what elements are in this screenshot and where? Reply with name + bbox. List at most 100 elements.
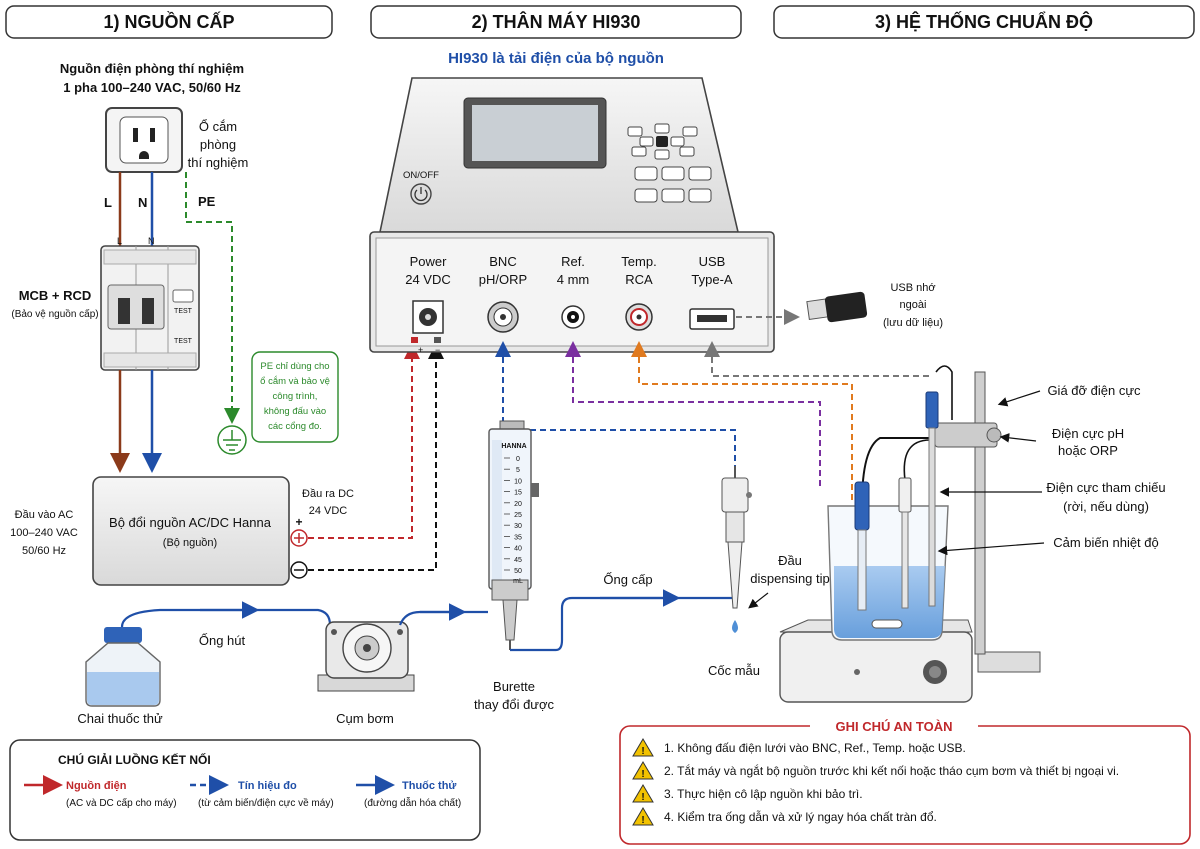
usb-stick-label: (lưu dữ liệu) [883,317,943,329]
power-button[interactable] [410,183,432,205]
safety-item-text: 1. Không đấu điện lưới vào BNC, Ref., Te… [664,741,966,755]
safety-title: GHI CHÚ AN TOÀN [836,719,953,734]
wire-l-label: L [104,195,112,210]
safety-item: ! 2. Tắt máy và ngắt bộ nguồn trước khi k… [632,761,1119,780]
legend: CHÚ GIẢI LUỒNG KẾT NỐI Nguồn điện (AC và… [9,739,481,841]
adapter-title: Bộ đổi nguồn AC/DC Hanna [109,515,272,530]
feed-tube-label: Ống cấp [603,572,652,587]
usb-port-icon[interactable] [689,308,735,330]
reference-electrode-label: Điện cực tham chiếu [1046,480,1165,495]
dc-output-label: Đầu ra DC [302,488,354,500]
wire-pe-label: PE [198,194,216,209]
legend-item-desc: (AC và DC cấp cho máy) [66,797,177,809]
usb-probe-cable [711,347,930,377]
svg-text:công trình,: công trình, [273,391,318,402]
suction-tube-label: Ống hút [199,633,246,648]
section-header-titration: 3) HỆ THỐNG CHUẨN ĐỘ [773,5,1195,39]
section-header-body: 2) THÂN MÁY HI930 [370,5,742,39]
port-power-label: Power [410,254,448,269]
ac-dc-adapter [92,476,290,586]
warning-icon [632,784,654,803]
burette-tick-label: 50 [514,568,522,575]
keypad[interactable] [627,123,712,203]
ph-electrode-label: hoặc ORP [1058,443,1118,458]
mains-spec: 1 pha 100–240 VAC, 50/60 Hz [63,80,241,95]
burette-tick-label: 25 [514,512,522,519]
burette-tick-label: 20 [514,501,522,508]
section-title: 2) THÂN MÁY HI930 [472,11,641,32]
port-usb-label: Type-A [691,272,733,287]
outlet-label: Ổ cắm [199,119,237,134]
burette [488,420,539,650]
port-bnc-label: BNC [489,254,516,269]
bnc-connector-icon[interactable] [487,301,519,333]
ref-jack-icon[interactable] [561,305,585,329]
peristaltic-pump [317,621,415,692]
pe-note: PE chỉ dùng cho ổ cắm và bảo vệ công trì… [251,351,339,443]
ph-electrode-label: Điện cực pH [1052,426,1124,441]
mcb-test-label: TEST [174,338,193,345]
port-ref-label: 4 mm [557,272,590,287]
reagent-bottle [85,627,161,707]
burette-tick-label: 35 [514,534,522,541]
safety-item: ! 1. Không đấu điện lưới vào BNC, Ref., T… [632,738,966,757]
mcb-subtitle: (Bảo vệ nguồn cấp) [11,308,98,320]
power-jack-icon[interactable]: + − [411,300,444,355]
safety-item-text: 4. Kiểm tra ống dẫn và xử lý ngay hóa ch… [664,809,937,824]
legend-item-name: Thuốc thử [402,780,456,792]
port-ref-label: Ref. [561,254,585,269]
feed-tube [510,596,734,652]
mcb-terminal-n: N [148,236,155,246]
safety-item-text: 2. Tắt máy và ngắt bộ nguồn trước khi kế… [664,763,1119,778]
port-temp-label: RCA [625,272,653,287]
svg-text:ổ cắm và bảo vệ: ổ cắm và bảo vệ [260,376,330,387]
usb-stick-label: USB nhớ [890,282,935,294]
usb-stick-label: ngoài [900,299,927,311]
warning-icon [632,807,654,826]
ac-input-label: Đầu vào AC [15,509,74,521]
burette-tick-label: 40 [514,546,522,553]
dispense-tip-label: Đầu [778,553,802,568]
svg-text:+: + [418,345,423,355]
svg-text:PE chỉ dùng cho: PE chỉ dùng cho [260,361,329,372]
section-title: 3) HỆ THỐNG CHUẨN ĐỘ [875,11,1093,32]
power-button-label: ON/OFF [403,170,439,181]
legend-item-desc: (đường dẫn hóa chất) [364,796,461,809]
mcb-terminal-l: L [117,236,122,246]
lab-stand [934,371,1041,673]
svg-text:không đấu vào: không đấu vào [264,406,326,417]
subtitle: HI930 là tải điện của bộ nguồn [448,50,664,67]
mains-label: Nguồn điện phòng thí nghiệm [60,61,244,76]
ref-signal-cable [572,347,821,490]
ac-input-label: 100–240 VAC [10,527,78,539]
port-power-label: 24 VDC [405,272,451,287]
reference-electrode [898,439,931,609]
holder-label: Giá đỡ điện cực [1047,383,1141,398]
safety-notes: GHI CHÚ AN TOÀN [619,717,1191,845]
temperature-sensor-label: Cảm biến nhiệt độ [1053,535,1159,550]
burette-label: thay đổi được [474,697,555,712]
safety-item: ! 4. Kiểm tra ống dẫn và xử lý ngay hóa c… [632,807,937,826]
warning-icon-mark: ! [641,815,644,826]
legend-item-name: Tín hiệu đo [238,780,297,792]
outlet-label: thí nghiệm [188,155,249,170]
dispensing-tip [721,466,752,633]
burette-unit: mL [513,578,523,585]
port-usb-label: USB [699,254,726,269]
section-title: 1) NGUỒN CẤP [103,11,234,32]
pump-to-burette-tube [398,610,488,626]
burette-tick-label: 10 [514,478,522,485]
cup-label: Cốc mẫu [708,663,760,678]
warning-icon-mark: ! [641,746,644,757]
adapter-subtitle: (Bộ nguồn) [163,537,217,549]
warning-icon-mark: ! [641,792,644,803]
pump-label: Cụm bơm [336,711,394,726]
rca-jack-icon[interactable] [625,303,653,331]
warning-icon-mark: ! [641,769,644,780]
burette-tick-label: 0 [516,456,520,463]
burette-tick-label: 30 [514,523,522,530]
mcb-title: MCB + RCD [19,288,92,303]
